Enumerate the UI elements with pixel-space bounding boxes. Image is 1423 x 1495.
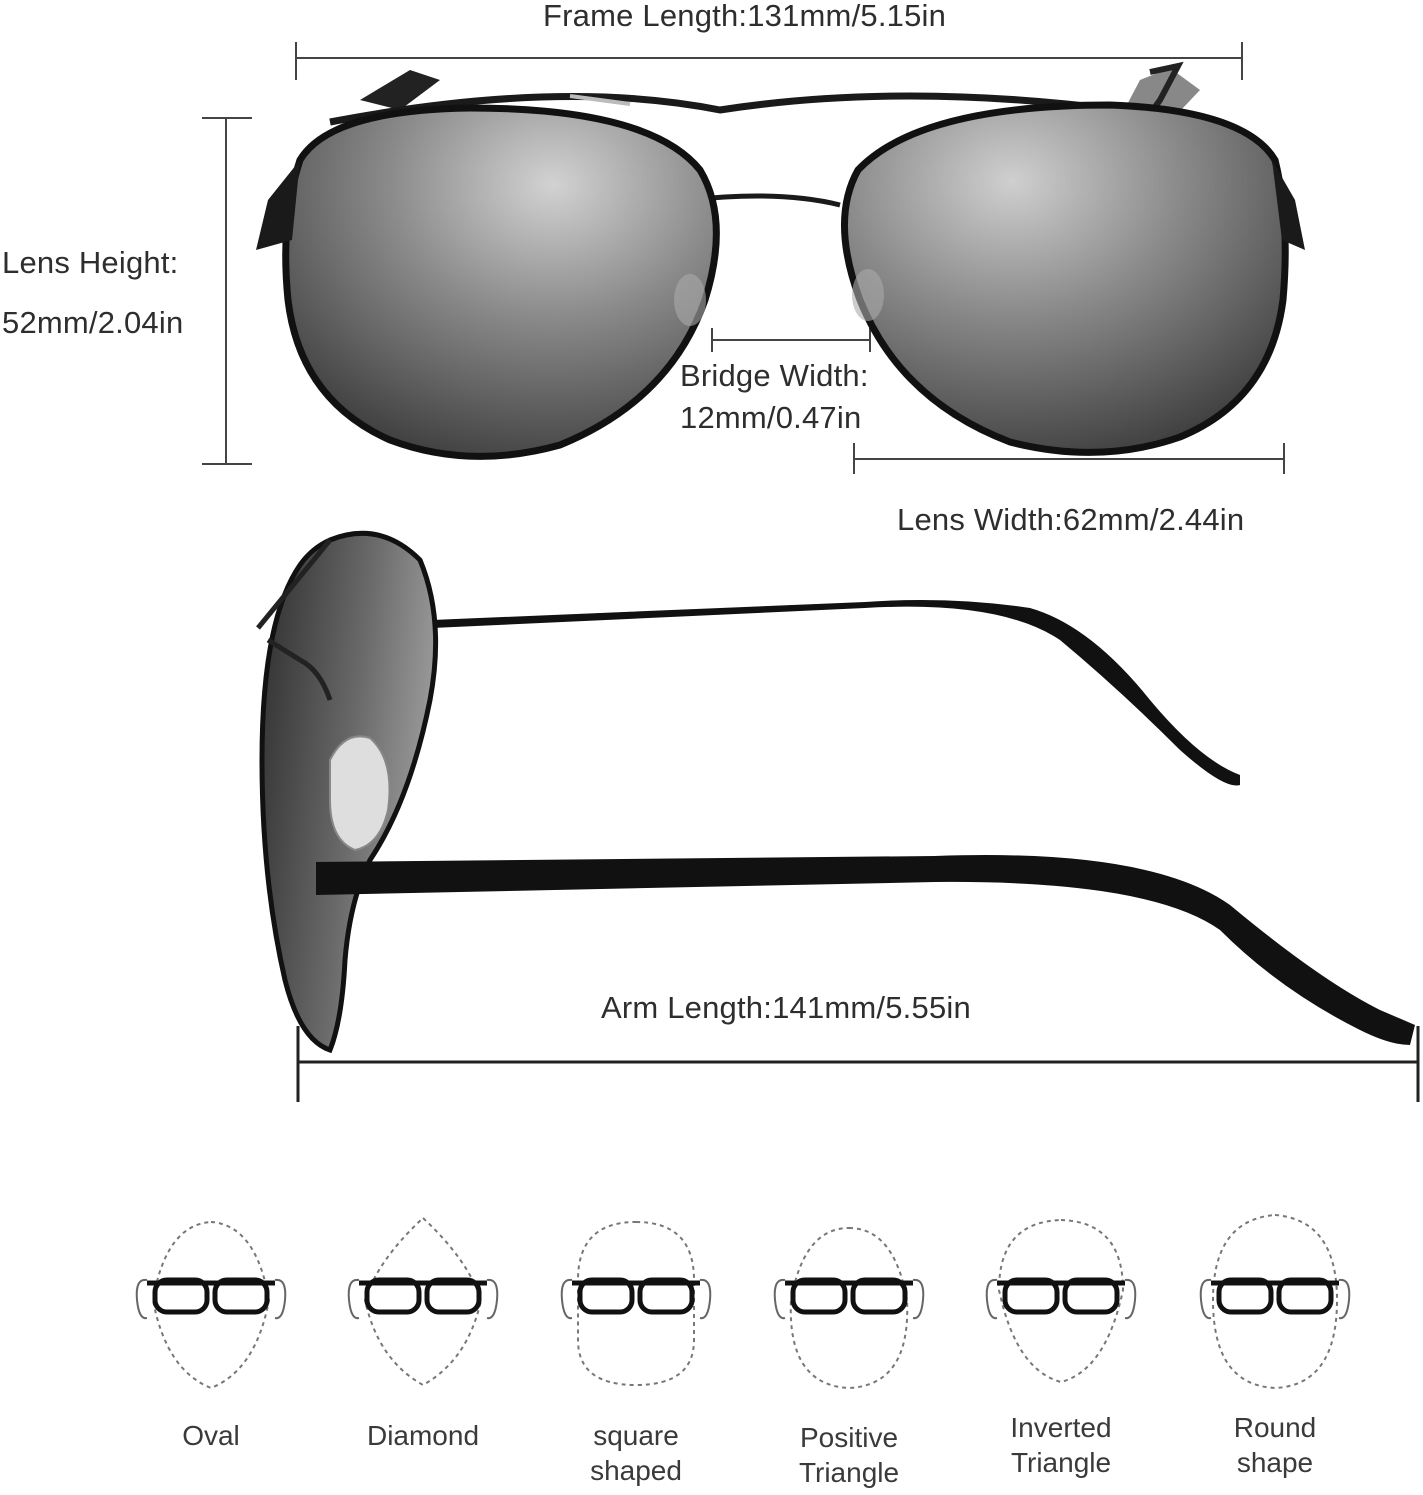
arm-length-measure <box>296 1026 1420 1102</box>
lens-height-label: Lens Height: <box>2 245 179 280</box>
face-shape-line2: Triangle <box>798 1457 900 1488</box>
front-view-glasses <box>256 61 1305 460</box>
face-shape-line1: Inverted <box>1010 1412 1112 1443</box>
left-lens <box>282 104 720 460</box>
lens-height-value: 52mm/2.04in <box>2 305 184 340</box>
face-shape-label-3: square shaped <box>546 1418 726 1488</box>
lens-width-label: Lens Width:62mm/2.44in <box>897 502 1245 537</box>
face-shape-line2: Triangle <box>1010 1447 1112 1478</box>
face-shape-label-2: Diamond <box>333 1418 513 1453</box>
face-shape-line1: Round <box>1233 1412 1317 1443</box>
frame-length-label: Frame Length:131mm/5.15in <box>543 0 947 33</box>
face-shape-label-6: Round shape <box>1185 1410 1365 1480</box>
face-shape-line2: shaped <box>590 1455 682 1486</box>
bridge-width-measure <box>711 328 871 352</box>
frame-length-measure <box>295 42 1243 80</box>
side-view-glasses <box>256 530 1415 1054</box>
bridge-width-label: Bridge Width: <box>680 358 869 393</box>
face-shape-line1: Oval <box>182 1420 240 1451</box>
right-lens <box>841 101 1289 456</box>
face-shape-line1: square <box>593 1420 679 1451</box>
lens-width-measure <box>853 443 1285 474</box>
face-shape-line2: shape <box>1236 1447 1314 1478</box>
face-shape-line1: Positive <box>799 1422 899 1453</box>
face-shape-label-1: Oval <box>121 1418 301 1453</box>
bridge-width-value: 12mm/0.47in <box>680 400 862 435</box>
lens-height-measure <box>202 117 252 465</box>
face-shape-line1: Diamond <box>366 1420 480 1451</box>
arm-length-label: Arm Length:141mm/5.55in <box>601 990 971 1025</box>
